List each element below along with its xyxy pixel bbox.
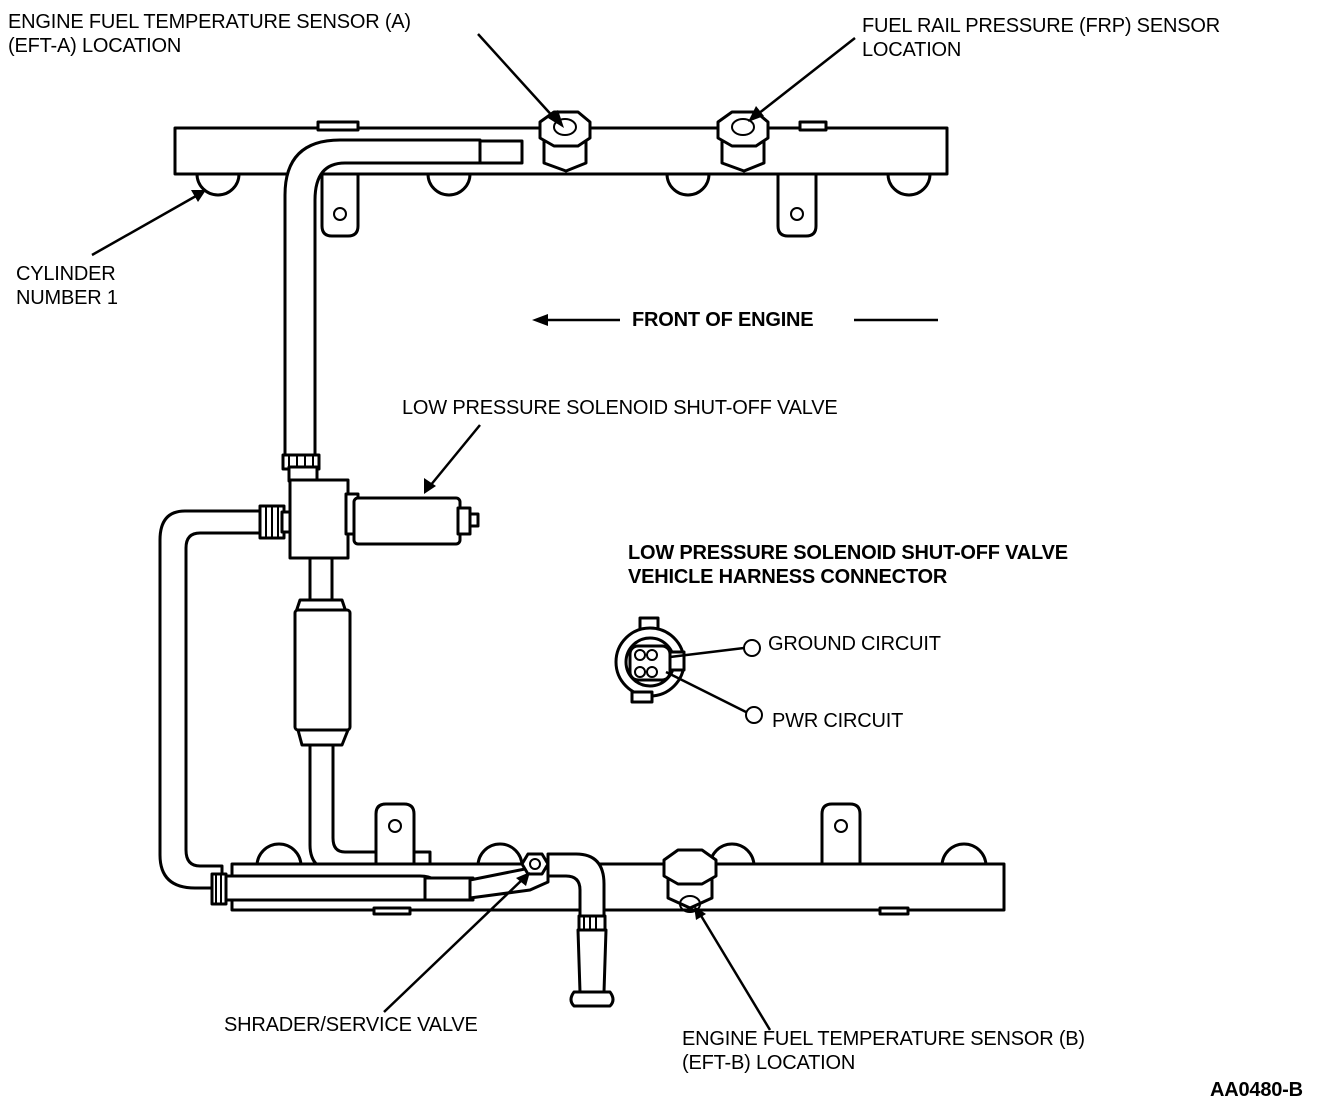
front-of-engine-label: FRONT OF ENGINE — [632, 309, 814, 331]
crossover-loop-tube — [158, 504, 309, 906]
ground-circuit-label: GROUND CIRCUIT — [768, 633, 941, 655]
eft-b-label: ENGINE FUEL TEMPERATURE SENSOR (B) (EFT-… — [682, 1028, 1085, 1074]
figure-id-label: AA0480-B — [1210, 1079, 1303, 1101]
lower-fuel-rail — [224, 802, 1006, 1008]
leader-lines — [91, 33, 856, 1031]
fuel-filter-tube — [293, 556, 432, 874]
harness-connector-label: LOW PRESSURE SOLENOID SHUT-OFF VALVE VEH… — [628, 542, 1068, 588]
front-of-engine-arrow — [532, 314, 938, 326]
frp-sensor-label: FUEL RAIL PRESSURE (FRP) SENSOR LOCATION — [862, 15, 1220, 61]
shrader-valve-label: SHRADER/SERVICE VALVE — [224, 1014, 478, 1036]
upper-fuel-rail — [173, 110, 949, 238]
solenoid-valve-label: LOW PRESSURE SOLENOID SHUT-OFF VALVE — [402, 397, 838, 419]
pwr-circuit-label: PWR CIRCUIT — [772, 710, 904, 732]
low-pressure-solenoid-valve — [288, 478, 480, 560]
vehicle-harness-connector — [614, 616, 763, 724]
upper-feed-tube — [281, 138, 482, 483]
eft-a-label: ENGINE FUEL TEMPERATURE SENSOR (A) (EFT-… — [8, 11, 411, 57]
cylinder-number-label: CYLINDER NUMBER 1 — [16, 263, 118, 309]
